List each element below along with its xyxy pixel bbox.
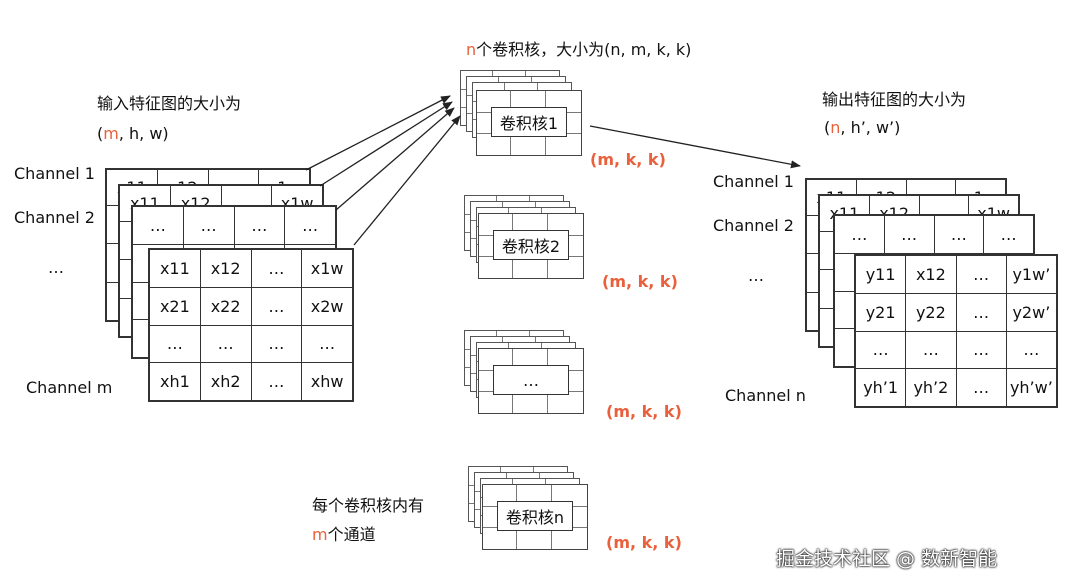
kernel-2-stack: 卷积核2: [464, 195, 594, 285]
kernel-1-stack: 卷积核1: [460, 70, 590, 160]
input-channel-m-label: Channel m: [26, 378, 113, 397]
output-channel-1-label: Channel 1: [713, 172, 794, 191]
output-channel-ellipsis: …: [748, 266, 764, 285]
arrow-channel-1-to-kernel: [305, 95, 451, 171]
kernel-n-label: 卷积核n: [497, 501, 573, 531]
watermark: 掘金技术社区 @ 数新智能: [776, 548, 998, 570]
kernel-n-shape: (m, k, k): [606, 533, 682, 552]
input-channel-1-label: Channel 1: [14, 164, 95, 183]
kernel-channel-note-line2: m个通道: [312, 525, 376, 544]
kernel-2-shape: (m, k, k): [602, 272, 678, 291]
output-channel-2-label: Channel 2: [713, 216, 794, 235]
arrow-channel-m-to-kernel: [353, 115, 461, 246]
kernel-channel-note-line1: 每个卷积核内有: [312, 496, 425, 515]
kernel-ellipsis-label: …: [493, 365, 569, 395]
input-channel-ellipsis: …: [48, 258, 64, 277]
kernel-1-label: 卷积核1: [491, 107, 567, 137]
output-shape-dim: n: [830, 118, 841, 137]
kernel-n-stack: 卷积核n: [468, 466, 598, 556]
kernel-ellipsis-stack: …: [464, 330, 594, 420]
kernel-2-label: 卷积核2: [493, 230, 569, 260]
input-channel-2-label: Channel 2: [14, 208, 95, 227]
kernels-title: n个卷积核，大小为(n, m, k, k): [466, 40, 692, 59]
input-caption: 输入特征图的大小为: [97, 94, 242, 113]
arrow-channel-3-to-kernel: [335, 107, 455, 211]
output-channel-n-label: Channel n: [725, 386, 806, 405]
input-shape-dim: m: [103, 124, 119, 143]
kernel-ellipsis-shape: (m, k, k): [606, 402, 682, 421]
kernels-title-dim: n: [466, 40, 477, 59]
kernel-channel-note-dim: m: [312, 525, 328, 544]
output-shape: (n, h’, w’): [824, 118, 901, 137]
output-caption: 输出特征图的大小为: [822, 90, 967, 109]
arrow-channel-2-to-kernel: [319, 101, 453, 187]
input-shape: (m, h, w): [97, 124, 169, 143]
kernel-1-shape: (m, k, k): [590, 150, 666, 169]
